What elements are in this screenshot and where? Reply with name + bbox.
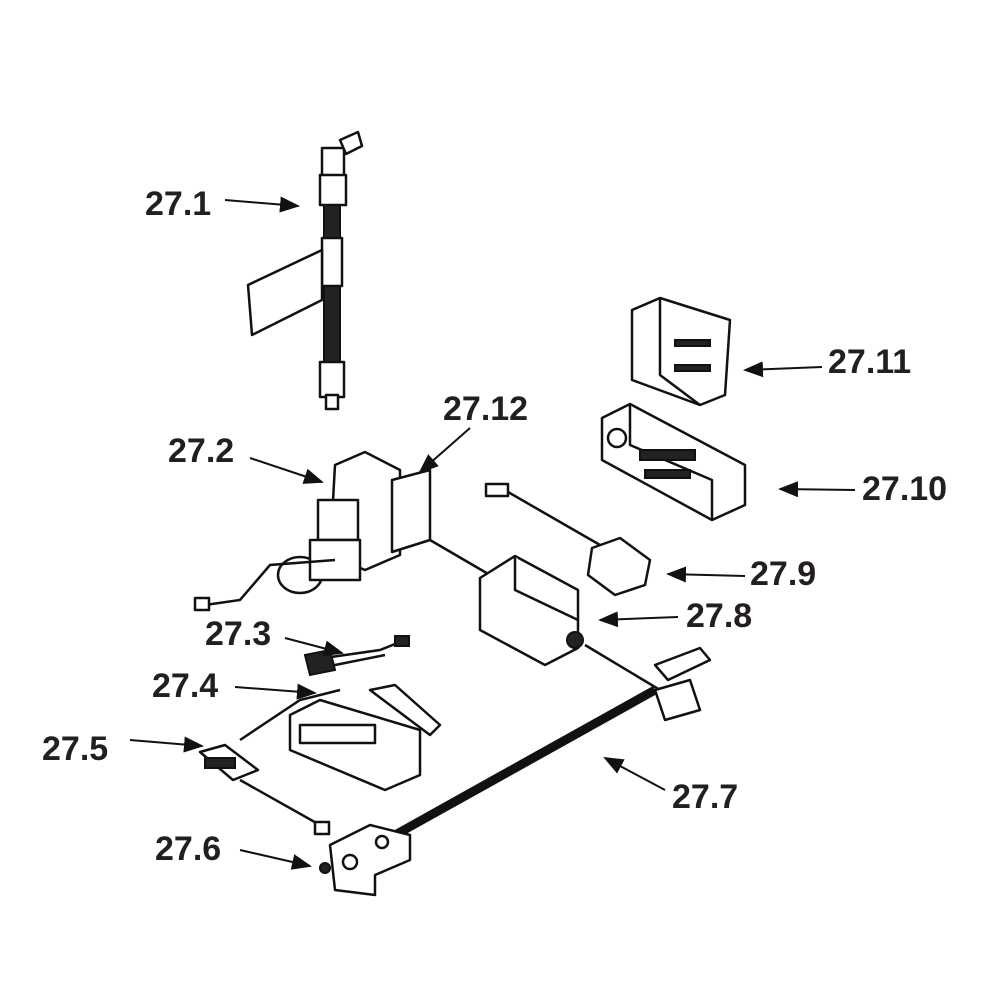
callout-label-27-7: 27.7: [672, 778, 738, 816]
switch-plate-part: [198, 743, 321, 827]
callout-label-27-8: 27.8: [686, 597, 752, 635]
callout-label-27-11: 27.11: [828, 343, 911, 381]
gas-valve-part: [193, 450, 491, 612]
control-module-part: [630, 296, 732, 407]
callout-arrow-27-10: [778, 481, 856, 498]
ignition-module-part: [478, 554, 661, 692]
power-adapter-part: [484, 482, 652, 597]
callout-label-27-1: 27.1: [145, 185, 211, 223]
callout-arrow-27-6: [239, 849, 312, 870]
callout-label-27-10: 27.10: [862, 470, 947, 508]
callout-label-27-2: 27.2: [168, 432, 234, 470]
callout-arrow-27-5: [129, 736, 204, 753]
control-board-enclosure-part: [600, 402, 747, 522]
callout-label-27-6: 27.6: [155, 830, 221, 868]
callout-arrow-27-4: [234, 683, 317, 700]
callout-label-27-12: 27.12: [443, 390, 528, 428]
power-cord-part: [392, 646, 712, 839]
mounting-bracket-part: [313, 820, 412, 897]
callout-label-27-3: 27.3: [205, 615, 271, 653]
callout-label-27-4: 27.4: [152, 667, 218, 705]
callout-arrow-27-8: [598, 611, 679, 628]
callout-arrow-27-2: [249, 457, 324, 484]
gas-hose-part: [246, 130, 364, 411]
wire-harness-part: [303, 635, 410, 677]
callout-arrow-27-11: [743, 361, 823, 378]
bezel-and-wire-part: [239, 683, 442, 792]
callout-arrow-27-7: [603, 757, 666, 791]
callout-label-27-5: 27.5: [42, 730, 108, 768]
callout-label-27-9: 27.9: [750, 555, 816, 593]
callout-arrow-27-3: [284, 637, 344, 657]
callout-arrow-27-9: [666, 566, 746, 583]
callout-arrow-27-1: [224, 196, 300, 213]
callout-arrow-27-12: [418, 427, 471, 474]
